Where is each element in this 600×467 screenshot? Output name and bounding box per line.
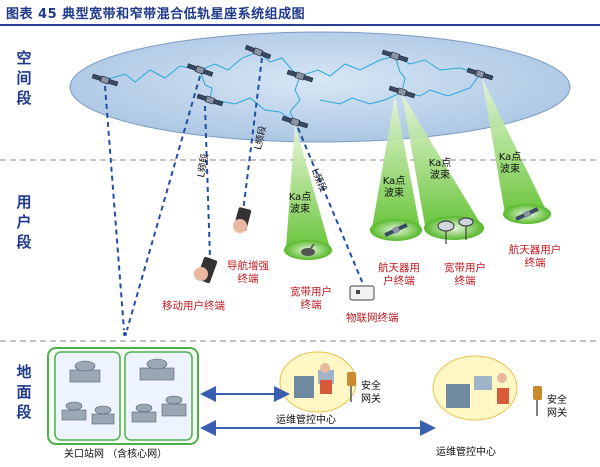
gateway-label: 关口站网 （含核心网） xyxy=(64,449,168,460)
ka-beam-label: Ka点波束 xyxy=(498,152,522,175)
segment-label-space: 空间段 xyxy=(16,49,32,107)
orbit-plane xyxy=(69,31,571,143)
terminals xyxy=(194,207,539,301)
terminal-label-aerospace: 航天器用户终端 xyxy=(508,244,562,269)
ops-center-label: 运维管控中心 xyxy=(436,447,496,458)
title-bar xyxy=(0,0,600,26)
ops-centers xyxy=(279,351,542,421)
security-gateway-label: 安全网关 xyxy=(361,381,381,405)
terminal-label-mobile: 移动用户终端 xyxy=(162,300,225,312)
segment-label-user: 用户段 xyxy=(16,193,32,251)
segment-label-ground: 地面段 xyxy=(16,363,32,421)
ka-beam-label: Ka点波束 xyxy=(288,192,312,215)
ground-links xyxy=(200,386,436,436)
terminal-label-aerospace: 航天器用户终端 xyxy=(378,262,420,287)
figure-title: 图表 45 典型宽带和窄带混合低轨星座系统组成图 xyxy=(6,7,306,22)
ops-center-label: 运维管控中心 xyxy=(276,415,336,426)
ka-beam-label: Ka点波束 xyxy=(428,158,452,181)
gateway-network xyxy=(47,332,199,445)
terminal-label-broadband: 宽带用户终端 xyxy=(290,286,332,311)
dashed-links xyxy=(104,57,364,331)
terminal-label-broadband: 宽带用户终端 xyxy=(444,262,486,287)
security-gateway-label: 安全网关 xyxy=(547,395,567,419)
terminal-label-iot: 物联网终端 xyxy=(346,312,399,324)
ka-beam-label: Ka点波束 xyxy=(382,176,406,199)
satellites xyxy=(91,44,494,129)
terminal-label-nav: 导航增强终端 xyxy=(227,260,269,285)
